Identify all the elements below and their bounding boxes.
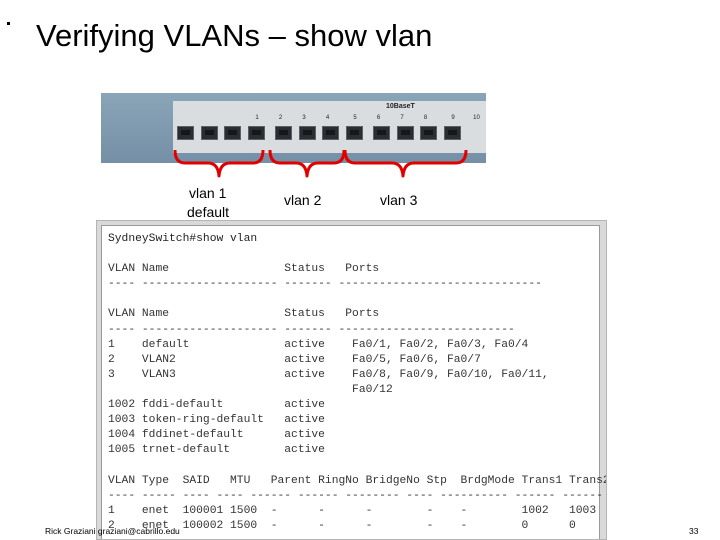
bullet-dot (7, 22, 10, 25)
port-number: 3 (302, 115, 306, 121)
ethernet-port (396, 126, 414, 140)
ethernet-port (298, 126, 316, 140)
terminal-line: VLAN Type SAID MTU Parent RingNo BridgeN… (108, 474, 607, 487)
terminal-line: 1003 token-ring-default active (108, 414, 325, 427)
terminal-line: ---- -------------------- ------- ------… (108, 323, 515, 336)
terminal-line: ---- ----- ---- ---- ------ ------ -----… (108, 489, 603, 502)
ethernet-port (345, 126, 363, 140)
page-number: 33 (689, 526, 699, 536)
port-number: 9 (451, 115, 455, 121)
terminal-line: VLAN Name Status Ports (108, 263, 380, 276)
terminal-line (108, 292, 599, 307)
terminal-command-line: SydneySwitch#show vlan (108, 233, 258, 245)
port-number: 6 (376, 115, 381, 121)
switch-label: 10BaseT (386, 103, 415, 110)
terminal-line (108, 247, 599, 262)
port-number: 7 (400, 115, 404, 121)
ethernet-port (322, 126, 339, 140)
port-number: 10 (473, 115, 480, 121)
footer-author: Rick Graziani graziani@cabrillo.edu (45, 526, 180, 536)
switch-photo: 10BaseT 123456789101112 (101, 93, 486, 163)
port-number: 5 (353, 115, 357, 121)
ethernet-port (420, 126, 437, 140)
terminal-line: ---- -------------------- ------- ------… (108, 278, 542, 291)
port-number-row: 123456789101112 (173, 115, 486, 125)
terminal-line: 1 enet 100001 1500 - - - - - 1002 1003 (108, 504, 597, 517)
ethernet-port (373, 126, 390, 140)
terminal-line: 2 VLAN2 active Fa0/5, Fa0/6, Fa0/7 (108, 353, 481, 366)
vlan-1-sublabel: default (187, 204, 230, 220)
terminal-line: VLAN Name Status Ports (108, 308, 380, 321)
ethernet-port (224, 126, 241, 140)
port-number: 4 (325, 115, 330, 121)
terminal-line: 1005 trnet-default active (108, 444, 325, 457)
port-number: 8 (423, 115, 428, 121)
ethernet-port (275, 126, 292, 140)
vlan-1-label: vlan 1 (189, 185, 227, 201)
ethernet-port (200, 126, 218, 140)
ethernet-port (177, 126, 194, 140)
ethernet-port (443, 126, 461, 140)
ethernet-port (247, 126, 265, 140)
terminal-line: 1002 fddi-default active (108, 399, 325, 412)
terminal-line: 1004 fddinet-default active (108, 429, 325, 442)
terminal-line: 1 default active Fa0/1, Fa0/2, Fa0/3, Fa… (108, 338, 529, 351)
port-number: 1 (255, 115, 259, 121)
terminal-line: 2 enet 100002 1500 - - - - - 0 0 (108, 519, 576, 532)
vlan-3-label: vlan 3 (380, 192, 418, 208)
terminal-line: 3 VLAN3 active Fa0/8, Fa0/9, Fa0/10, Fa0… (108, 368, 549, 381)
terminal-line: Fa0/12 (108, 383, 393, 396)
slide-title: Verifying VLANs – show vlan (36, 18, 433, 53)
port-number: 2 (278, 115, 283, 121)
terminal-line (108, 458, 599, 473)
vlan-2-label: vlan 2 (284, 192, 322, 208)
